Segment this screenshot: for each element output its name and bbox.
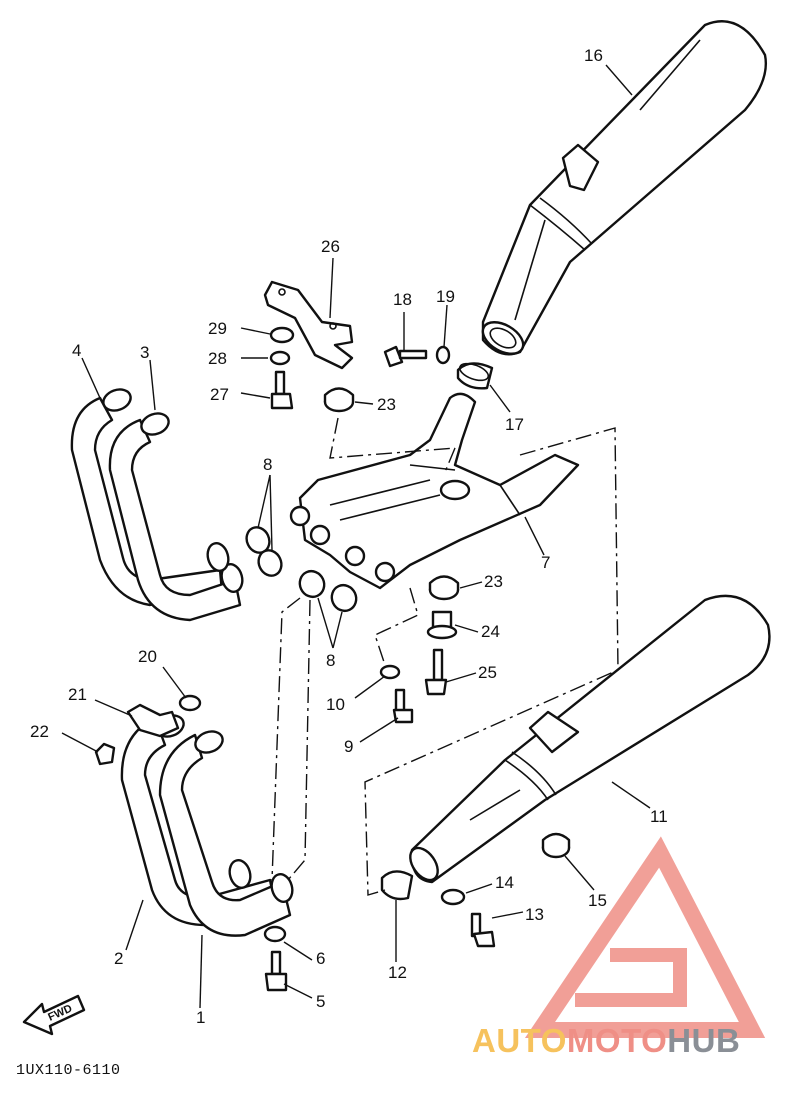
callout-4: 4 (72, 341, 81, 360)
callout-22: 22 (30, 722, 49, 741)
gaskets-8-upper (245, 526, 283, 577)
callout-25: 25 (478, 663, 497, 682)
watermark-text: AUTOMOTOHUB (472, 1022, 740, 1060)
callout-12: 12 (388, 963, 407, 982)
callout-7: 7 (541, 553, 550, 572)
bolt-18 (383, 345, 428, 368)
assembly-lines (271, 417, 619, 896)
callout-24: 24 (481, 622, 500, 641)
gasket-12 (380, 870, 414, 901)
callout-23-lower: 23 (484, 572, 503, 591)
callout-15: 15 (588, 891, 607, 910)
callout-10: 10 (326, 695, 345, 714)
clamp-21 (126, 703, 180, 738)
collar-24 (426, 610, 458, 640)
bracket (263, 280, 354, 370)
washer-10 (379, 664, 401, 680)
callout-9: 9 (344, 737, 353, 756)
callout-1: 1 (196, 1008, 205, 1027)
leader-lines (61, 64, 651, 1009)
gasket-20 (178, 694, 202, 712)
nut-22 (94, 742, 116, 766)
bolt-25 (424, 648, 448, 696)
callout-29: 29 (208, 319, 227, 338)
callout-23-upper: 23 (377, 395, 396, 414)
forward-direction-arrow: FWD (22, 994, 86, 1036)
nut-14 (440, 888, 466, 906)
callout-17: 17 (505, 415, 524, 434)
bolt-13 (470, 912, 496, 948)
callout-18: 18 (393, 290, 412, 309)
watermark-part-2: MOTO (566, 1022, 668, 1059)
callout-5: 5 (316, 992, 325, 1011)
callout-27: 27 (210, 385, 229, 404)
callout-numbers: 16 26 18 19 29 28 27 4 3 23 17 8 7 23 8 … (30, 46, 668, 1027)
callout-8-upper: 8 (263, 455, 272, 474)
callout-14: 14 (495, 873, 514, 892)
callout-2: 2 (114, 949, 123, 968)
damper-23-lower (428, 575, 460, 601)
document-code: 1UX110-6110 (16, 1062, 121, 1079)
callout-11: 11 (650, 807, 668, 826)
exhaust-pipe-1 (158, 730, 294, 937)
exhaust-pipe-3 (108, 412, 244, 622)
watermark-part-1: AUTO (472, 1022, 567, 1059)
callout-28: 28 (208, 349, 227, 368)
damper-15 (541, 832, 571, 859)
nut-19 (435, 345, 451, 365)
damper-23-upper (323, 387, 355, 413)
washer-6 (263, 925, 287, 943)
collector-pipe (289, 392, 580, 590)
callout-3: 3 (140, 343, 149, 362)
washers-bolt-27-29 (269, 326, 295, 410)
callout-16: 16 (584, 46, 603, 65)
callout-6: 6 (316, 949, 325, 968)
muffler-upper (481, 20, 767, 356)
callout-26: 26 (321, 237, 340, 256)
callout-8-lower: 8 (326, 651, 335, 670)
callout-20: 20 (138, 647, 157, 666)
watermark-part-3: HUB (667, 1022, 741, 1059)
callout-13: 13 (525, 905, 544, 924)
watermark-logo (524, 836, 766, 1038)
bolt-9 (392, 688, 414, 724)
gaskets-8-lower (298, 569, 358, 613)
callout-21: 21 (68, 685, 87, 704)
gasket-17 (456, 362, 494, 390)
bolt-5 (264, 950, 288, 992)
callout-19: 19 (436, 287, 455, 306)
muffler-lower (409, 594, 771, 884)
